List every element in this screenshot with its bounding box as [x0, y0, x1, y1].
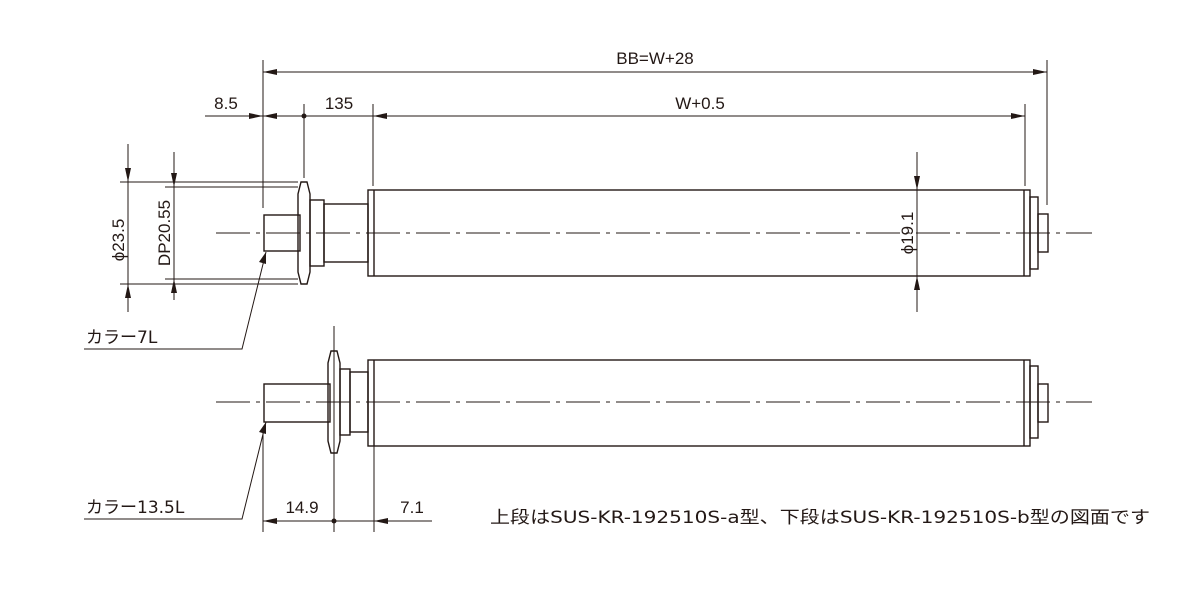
label-shaft-length: 135: [325, 94, 353, 113]
label-bottom-left: 14.9: [285, 498, 318, 517]
label-left-offset: 8.5: [214, 94, 238, 113]
leader-collar-bottom: [84, 421, 267, 520]
bottom-tube: [367, 359, 1031, 447]
dim-left-offset: [205, 113, 307, 119]
top-collar: [263, 214, 301, 252]
bottom-collar: [263, 383, 331, 423]
dim-bottom-left: [263, 518, 337, 524]
top-roller: [216, 181, 1092, 285]
bottom-sprocket: [327, 350, 341, 454]
dim-overall-bb: [263, 69, 1047, 75]
leader-lines: [84, 251, 267, 520]
label-bottom-right: 7.1: [400, 498, 424, 517]
label-collar-outer-dia: ϕ23.5: [109, 219, 128, 262]
top-end-shaft: [1037, 213, 1049, 253]
label-pitch-dia: DP20.55: [155, 200, 174, 266]
dim-bottom-right: [334, 518, 432, 524]
extension-lines: [120, 60, 1048, 532]
dim-collar-outer-dia: [125, 144, 131, 312]
drawing-note: 上段はSUS-KR-192510S-a型、下段はSUS-KR-192510S-b…: [490, 508, 1150, 528]
bottom-end-shaft: [1037, 383, 1049, 423]
label-bb: BB=W+28: [616, 49, 694, 68]
label-collar-top: カラー7L: [86, 328, 158, 348]
label-tube-dia: ϕ19.1: [898, 212, 917, 255]
dim-tube-length: [373, 113, 1025, 119]
label-collar-bottom: カラー13.5L: [86, 498, 185, 518]
top-sprocket: [297, 181, 311, 285]
dim-pitch-dia: [171, 152, 177, 300]
bottom-roller: [216, 350, 1092, 454]
label-tube-length: W+0.5: [675, 94, 725, 113]
leader-collar-top: [84, 251, 267, 350]
dim-tube-dia: [914, 152, 920, 312]
